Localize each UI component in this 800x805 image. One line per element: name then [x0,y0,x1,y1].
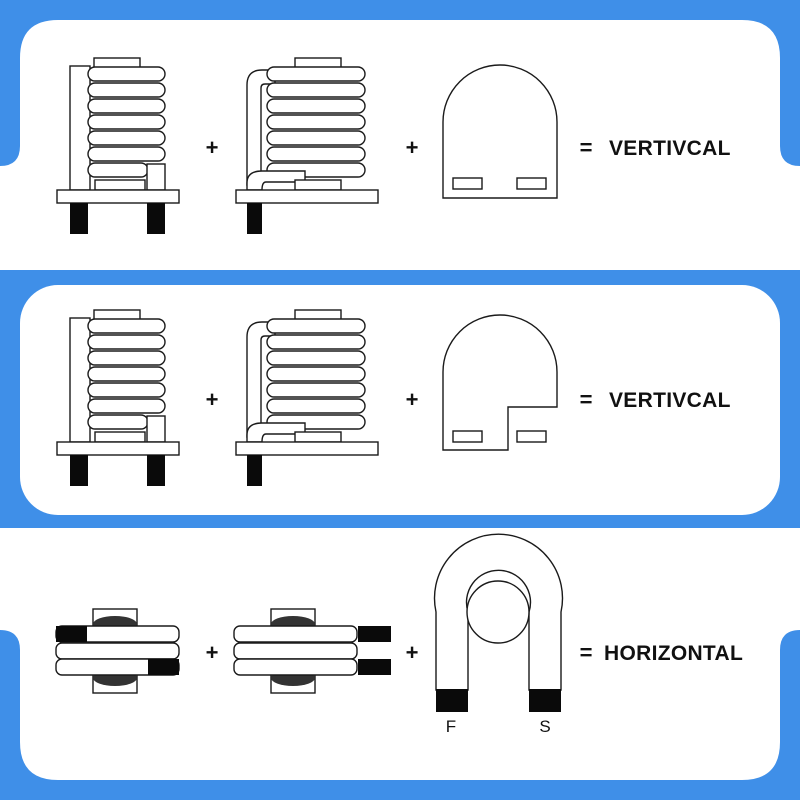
row-2-panel [20,285,780,515]
row-2-result-label: VERTIVCAL [609,389,731,412]
row-2-plus-1: + [206,387,219,412]
row-1-plus-2: + [406,135,419,160]
row-2-plus-2: + [406,387,419,412]
pin-label-f: F [446,717,456,736]
row-1-equals: = [580,135,593,160]
horizontal-coil-left-pins-icon [55,608,180,694]
row-1-panel [0,20,800,270]
pin-label-s: S [539,717,550,736]
row-3-panel [0,528,800,780]
arch-shape-two-slots-icon [442,64,558,199]
arch-shape-stepped-icon [442,314,558,451]
row-1: + + = VERTIVCAL [56,57,731,235]
horizontal-coil-right-pins-icon [233,608,391,694]
row-3: + + F S = HORIZONTAL [55,533,743,736]
row-3-equals: = [580,640,593,665]
loop-coil-fs-icon: F S [433,533,564,736]
row-3-result-label: HORIZONTAL [604,642,743,665]
row-1-result-label: VERTIVCAL [609,137,731,160]
row-1-plus-1: + [206,135,219,160]
row-2: + + = VERTIVCAL [56,309,731,487]
row-2-equals: = [580,387,593,412]
row-3-plus-1: + [206,640,219,665]
row-3-plus-2: + [406,640,419,665]
